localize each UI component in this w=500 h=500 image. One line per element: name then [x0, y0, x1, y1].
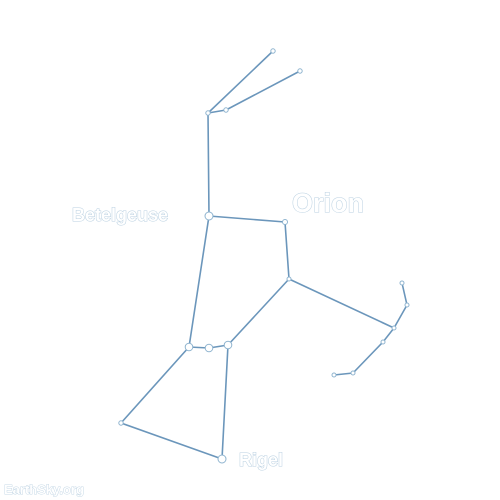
star-shield-6 [331, 372, 337, 378]
star-club-right [297, 68, 303, 74]
star-belt-mintaka [223, 340, 233, 350]
constellation-name-label: Orion [292, 188, 364, 218]
star-saiph [118, 420, 124, 426]
torso-lower-line [227, 278, 290, 346]
shoulder-line [208, 215, 286, 223]
star-shield-2 [404, 302, 410, 308]
star-shield-1 [399, 280, 405, 286]
earthsky-watermark: EarthSky.org [4, 482, 84, 497]
shield-lower-line [333, 327, 395, 376]
star-shield-3 [391, 325, 397, 331]
leg-right-line [221, 344, 229, 460]
stars [118, 48, 410, 464]
arm-line [207, 112, 210, 217]
torso-left-line [188, 215, 210, 348]
club-line-3 [207, 109, 227, 114]
star-shield-5 [350, 370, 356, 376]
star-shield-4 [380, 339, 386, 345]
star-bellatrix [282, 219, 288, 225]
star-rigel [217, 454, 227, 464]
shield-arm-line [288, 278, 395, 329]
star-club-top [270, 48, 276, 54]
leg-left-line [120, 346, 190, 424]
rigel-label: Rigel [239, 450, 283, 470]
betelgeuse-label: Betelgeuse [72, 205, 168, 225]
foot-line [120, 422, 223, 460]
torso-right-line [284, 221, 290, 280]
star-belt-alnitak [184, 342, 194, 352]
star-belt-alnilam [204, 343, 214, 353]
club-line-2 [225, 70, 301, 111]
star-hand-right [223, 107, 229, 113]
star-hand-left [205, 110, 211, 116]
club-line-1 [207, 50, 274, 114]
star-betelgeuse [204, 211, 214, 221]
star-shoulder-joint [286, 276, 292, 282]
constellation-lines [120, 50, 408, 460]
